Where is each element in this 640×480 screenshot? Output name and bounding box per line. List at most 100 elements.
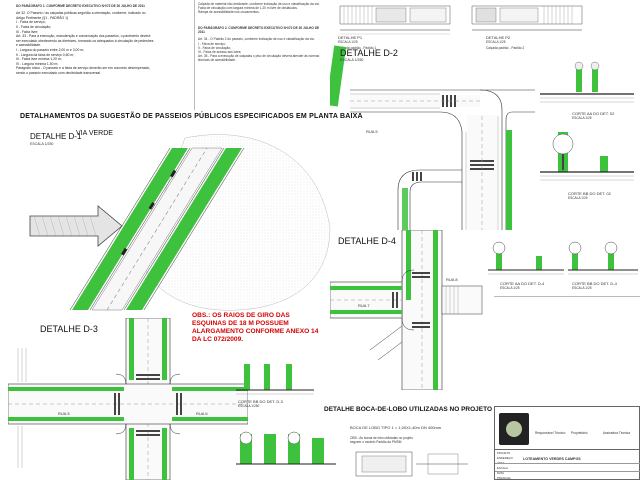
boca-lobo-note-line: OBS.: As bocas de lobo utilizadas no pro… <box>350 436 413 440</box>
header-mid-paragraphs: Art. 34 - O Padrão 2 do passeio, conform… <box>198 37 320 62</box>
header-left-paragraphs: Art 32. O Passeio / as calçadas públicas… <box>16 11 166 75</box>
header-mid-lines: Calçada de material não deslizante, conf… <box>198 2 320 15</box>
header-mid-para-line: I - Faixa de serviço; <box>198 41 226 46</box>
corte-aa-d4-svg <box>488 241 564 275</box>
title-block-rows: PROJETOENDEREÇOÁREAESCALADATAPRANCHA <box>497 451 521 480</box>
padrao-2-drawing <box>462 0 592 48</box>
header-left-line: Art. 33 - Para a execução, manutenção e … <box>16 34 151 39</box>
header-mid-caption: DO PARÁGRAFO 2. CONFORME DECRETO EXECUTI… <box>198 26 320 63</box>
detail-d3-drawing <box>8 318 248 480</box>
padrao-2-title: DETALHE P2 <box>486 35 511 40</box>
corte-bb-d4-svg <box>568 241 638 275</box>
title-block-rule-2 <box>495 471 640 472</box>
title-block-logo <box>499 413 529 445</box>
corte-bb-d4-scale: ESCALA 1/25 <box>572 286 592 291</box>
title-block-project: LOTEAMENTO VERDES CAMPOS <box>523 457 581 461</box>
corte-aa-d4: CORTE AA DO DET. D-4 ESCALA 1/25 <box>486 236 566 296</box>
corte-bb-02: CORTE BB DO DET. 02 ESCALA 1/25 <box>538 128 636 208</box>
detail-d1-scale: ESCALA 1/250 <box>30 142 54 146</box>
detail-d4-street-2: RUA 8 <box>446 277 458 282</box>
padrao-1-label: DETALHE P1 ESCALA 1/25 Calçada padrão - … <box>338 35 376 51</box>
header-mid-line: Faixa de circulação com largura mínima d… <box>198 6 298 11</box>
detail-d2-scale: ESCALA 1/250 <box>340 58 364 62</box>
corte-bb-d3: CORTE BB DO DET. D-3 ESCALA 1/250 <box>234 360 316 420</box>
padrao-1-svg <box>339 5 451 35</box>
header-left-title: DO PARÁGRAFO 1. CONFORME DECRETO EXECUTI… <box>16 4 145 8</box>
title-block-row-label: PROJETO <box>497 451 511 455</box>
corte-aa-02-svg <box>540 61 634 103</box>
detail-d3-street-1: RUA 5 <box>58 411 70 416</box>
detail-d2-label: DETALHE D-2 <box>340 48 398 58</box>
detail-d1-drawing <box>0 118 335 318</box>
padrao-1-title: DETALHE P1 <box>338 35 363 40</box>
padrao-2-scale: ESCALA 1/25 <box>486 40 506 45</box>
corte-bb-02-label: CORTE BB DO DET. 02 <box>568 191 611 196</box>
boca-lobo-title: DETALHE BOCA-DE-LOBO UTILIZADAS NO PROJE… <box>324 406 493 413</box>
padrao-2-svg <box>471 5 583 31</box>
boca-lobo-note: OBS.: As bocas de lobo utilizadas no pro… <box>350 436 460 444</box>
boca-lobo-subtitle: BOCA DE LOBO TIPO 1 = 1,00X1,40m DN 400m… <box>350 425 442 430</box>
detail-d3-svg <box>8 318 248 480</box>
header-left-line: III - Faixa livre mínima 1,20 m; <box>16 57 62 62</box>
header-left-line: e acessibilidade. <box>16 43 42 48</box>
header-left-line: Artigo Pertinente (§1 - PADRÃO 1) <box>16 15 69 20</box>
corte-bb-d3-label: CORTE BB DO DET. D-3 <box>238 399 283 404</box>
title-block-col-1: Responsável Técnico <box>535 431 566 435</box>
title-block-row-label: ENDEREÇO <box>497 456 513 460</box>
corte-bb-d4: CORTE BB DO DET. D-4 ESCALA 1/25 <box>566 236 640 296</box>
corte-aa-02-label: CORTE AA DO DET. 02 <box>572 111 615 116</box>
header-mid-para-line: Art. 34 - O Padrão 2 do passeio, conform… <box>198 37 315 42</box>
padrao-2-label: DETALHE P2 ESCALA 1/25 Calçada padrão - … <box>486 35 525 51</box>
header-mid-caption-text: DO PARÁGRAFO 2. CONFORME DECRETO EXECUTI… <box>198 26 320 35</box>
corte-bb-d3-scale: ESCALA 1/250 <box>238 404 260 409</box>
obs-note: OBS.: OS RAIOS DE GIRO DAS ESQUINAS DE 1… <box>192 312 319 343</box>
detail-d1-label: DETALHE D-1 <box>30 132 82 141</box>
header-mid-para-line: II - Faixa de circulação; <box>198 45 231 50</box>
sheet-divider-top <box>194 0 195 110</box>
padrao-2-caption: Calçada padrão - Padrão 2 <box>486 46 525 51</box>
detail-d4-drawing <box>330 230 500 390</box>
title-block-col-2: Proprietário <box>571 431 588 435</box>
corte-aa-d4-scale: ESCALA 1/25 <box>500 286 520 291</box>
detail-d4-street-1: RUA 7 <box>358 303 370 308</box>
header-left-line: IV - Largura mínima 1,50 m; <box>16 61 59 66</box>
header-left-line: sendo o passeio executado com declividad… <box>16 70 102 75</box>
header-mid-notes: Calçada de material não deslizante, conf… <box>198 2 320 22</box>
header-left-line: III - Faixa livre; <box>16 29 39 34</box>
corte-bb-d4-label: CORTE BB DO DET. D-4 <box>572 281 617 286</box>
padrao-1-drawing <box>330 0 460 48</box>
detail-d2-svg <box>330 45 535 230</box>
header-mid-line: Rampa de acessibilidade nos cruzamentos. <box>198 10 260 15</box>
detail-d4-label: DETALHE D-4 <box>338 236 396 246</box>
detail-d2-street: RUA 5 <box>366 129 378 134</box>
header-mid-para-line: III - Faixa de acesso aos lotes; <box>198 50 242 55</box>
padrao-1-scale: ESCALA 1/25 <box>338 40 358 45</box>
detail-d4-svg <box>330 230 483 390</box>
detail-d1-street-label: VIA VERDE <box>76 130 113 137</box>
header-mid-para-line: técnicas de acessibilidade. <box>198 58 236 63</box>
detail-d1-svg <box>29 134 331 311</box>
header-left-line: Art 32. O Passeio / as calçadas públicas… <box>16 11 146 16</box>
logo-emblem-icon <box>506 421 522 437</box>
header-left-line: Parágrafo único - O passeio e a faixa de… <box>16 66 151 71</box>
header-left-notes: DO PARÁGRAFO 1. CONFORME DECRETO EXECUTI… <box>16 4 166 114</box>
title-block-col-3: Assinatura Técnica <box>603 431 631 435</box>
header-mid-para-line: Art. 35 - Para a execução de calçadas o … <box>198 54 320 59</box>
title-block: Responsável Técnico Proprietário Assinat… <box>494 406 640 480</box>
corte-bb-d3-svg <box>236 364 314 395</box>
sheet-divider-bottom <box>494 296 640 297</box>
header-left-line: II - Faixa de circulação; <box>16 24 52 29</box>
header-left-line: ser executado obedecendo às diretrizes, … <box>16 38 154 43</box>
header-left-line: I - Faixa de serviço; <box>16 20 46 25</box>
boca-lobo-svg <box>236 431 336 465</box>
detail-d3-street-2: RUA 6 <box>196 411 208 416</box>
detail-d2-drawing <box>330 20 540 250</box>
corte-aa-02: CORTE AA DO DET. 02 ESCALA 1/25 <box>538 60 636 122</box>
corte-aa-d4-label: CORTE AA DO DET. D-4 <box>500 281 545 286</box>
title-block-row-label: DATA <box>497 471 505 475</box>
title-block-divider <box>495 449 640 450</box>
corte-bb-02-scale: ESCALA 1/25 <box>568 196 588 201</box>
corte-aa-02-scale: ESCALA 1/25 <box>572 116 592 121</box>
header-left-line: I - Largura do passeio entre 2,00 m e 3,… <box>16 47 85 52</box>
header-left-line: II - Largura da faixa de serviço 0,60 m; <box>16 52 75 57</box>
